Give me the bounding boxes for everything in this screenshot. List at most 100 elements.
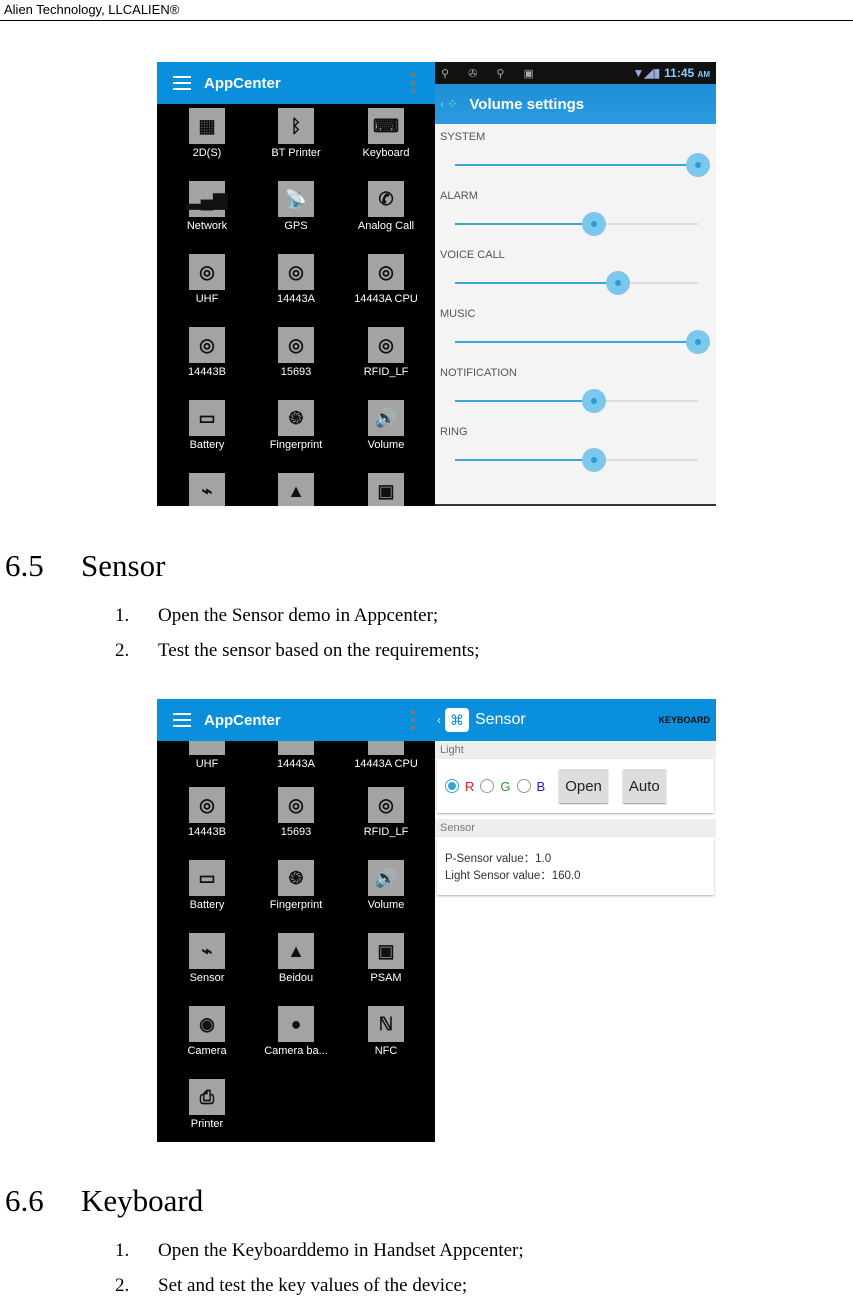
app-tile[interactable]: ◎15693 <box>251 327 341 378</box>
back-icon[interactable]: ‹ ⁘ <box>440 97 458 111</box>
app-tile[interactable]: ▲ <box>251 473 341 506</box>
sensor-app-logo-icon: ⌘ <box>445 708 469 732</box>
slider-thumb[interactable] <box>686 330 710 354</box>
slider-label: ALARM <box>440 190 478 202</box>
volume-slider[interactable] <box>455 448 698 472</box>
keyboard-icon: ⌨ <box>368 108 404 144</box>
app-tile[interactable]: ֍Fingerprint <box>251 860 341 911</box>
open-button[interactable]: Open <box>559 769 608 803</box>
slider-thumb[interactable] <box>581 389 606 413</box>
volume-slider[interactable] <box>455 212 698 236</box>
app-label: RFID_LF <box>363 826 409 838</box>
app-tile[interactable]: 🔊Volume <box>341 400 431 451</box>
app-tile[interactable]: ◎14443B <box>162 787 252 838</box>
app-label: BT Printer <box>271 147 321 159</box>
rfid-icon: ◎ <box>368 787 404 823</box>
satellite-dish-icon: 📡 <box>278 181 314 217</box>
step-item: 2.Set and test the key values of the dev… <box>115 1275 468 1296</box>
rfid-icon: ◎ <box>368 254 404 290</box>
app-tile[interactable]: ◉Camera <box>162 1006 252 1057</box>
appcenter-appbar: AppCenter <box>157 699 435 741</box>
volume-slider-row: SYSTEM <box>435 124 716 183</box>
app-tile[interactable]: ◎UHF <box>162 254 252 305</box>
radio-g[interactable] <box>480 779 495 793</box>
app-tile[interactable]: ▭Battery <box>162 400 252 451</box>
slider-thumb[interactable] <box>605 271 630 295</box>
app-tile[interactable]: 🔊Volume <box>341 860 431 911</box>
sensor-section-label: Sensor <box>435 819 716 837</box>
signal-bars-icon: ▂▄▆ <box>187 181 227 217</box>
nfc-icon: ℕ <box>368 1006 404 1042</box>
app-tile[interactable]: ◎ 14443A <box>251 254 341 305</box>
overflow-menu-icon[interactable] <box>411 73 415 93</box>
slider-fill <box>455 341 698 343</box>
app-tile[interactable]: ▦2D(S) <box>162 108 252 159</box>
slider-thumb[interactable] <box>686 153 710 177</box>
app-tile[interactable]: ✆Analog Call <box>341 181 431 232</box>
slider-thumb[interactable] <box>581 212 606 236</box>
signal-battery-icons: ▼◢▮ <box>632 66 661 80</box>
app-tile[interactable]: ▲Beidou <box>251 933 341 984</box>
app-tile[interactable]: ⌁Sensor <box>162 933 252 984</box>
app-tile[interactable]: ◎14443B <box>162 327 252 378</box>
volume-slider[interactable] <box>455 389 698 413</box>
app-label: 14443A CPU <box>354 293 418 305</box>
volume-slider[interactable] <box>455 330 710 354</box>
slider-fill <box>455 282 618 284</box>
slider-fill <box>455 459 594 461</box>
radio-r[interactable] <box>445 779 459 793</box>
volume-slider[interactable] <box>455 153 710 177</box>
fingerprint-icon: ֍ <box>278 860 314 896</box>
auto-button[interactable]: Auto <box>622 769 666 803</box>
overflow-menu-icon[interactable] <box>411 710 415 730</box>
app-tile[interactable]: ◎RFID_LF <box>341 327 431 378</box>
volume-slider[interactable] <box>455 271 698 295</box>
app-tile[interactable]: ▣PSAM <box>341 933 431 984</box>
app-tile[interactable]: ◎15693 <box>251 787 341 838</box>
camera-icon: ◉ <box>189 1006 225 1042</box>
app-tile[interactable]: ⌁ <box>162 473 252 506</box>
battery-icon: ▭ <box>189 400 225 436</box>
rfid-icon: ◎ <box>278 254 314 290</box>
slider-fill <box>455 400 594 402</box>
app-label: 14443B <box>188 826 226 838</box>
app-tile[interactable]: ⎙Printer <box>162 1079 252 1130</box>
rfid-icon: ◎ <box>368 327 404 363</box>
slider-fill <box>455 223 594 225</box>
app-tile[interactable]: ▣ <box>341 473 431 506</box>
app-label: 15693 <box>280 366 312 378</box>
app-tile[interactable]: ▭Battery <box>162 860 252 911</box>
app-label: 14443A <box>277 293 315 305</box>
hamburger-menu-icon[interactable] <box>173 76 191 90</box>
app-tile[interactable]: 📡GPS <box>251 181 341 232</box>
radio-b[interactable] <box>516 779 531 793</box>
hamburger-menu-icon[interactable] <box>173 713 191 727</box>
rfid-icon: ◎ <box>189 327 225 363</box>
slider-label: RING <box>440 426 468 438</box>
back-icon[interactable]: ‹ <box>437 713 441 727</box>
app-tile[interactable]: ◎ 14443A CPU <box>341 254 431 305</box>
app-label: UHF <box>195 758 219 770</box>
app-label: 14443A CPU <box>354 758 418 770</box>
step-item: 2.Test the sensor based on the requireme… <box>115 640 480 661</box>
app-tile[interactable]: ⌨Keyboard <box>341 108 431 159</box>
app-tile[interactable]: ֍Fingerprint <box>251 400 341 451</box>
keyboard-action-button[interactable]: KEYBOARD <box>658 715 710 725</box>
speaker-icon: 🔊 <box>368 860 404 896</box>
volume-title-bar: ‹ ⁘ Volume settings <box>435 84 716 124</box>
app-label: Network <box>186 220 228 232</box>
app-tile[interactable]: ●Camera ba... <box>251 1006 341 1057</box>
header-divider <box>0 20 853 21</box>
appbar-title: AppCenter <box>204 74 281 92</box>
app-tile[interactable]: ◎ RFID_LF <box>341 787 431 838</box>
slider-label: SYSTEM <box>440 131 486 143</box>
step-item: 1.Open the Keyboarddemo in Handset Appce… <box>115 1240 524 1261</box>
slider-thumb[interactable] <box>581 448 606 472</box>
light-sensor-value: Light Sensor value：160.0 <box>445 870 581 882</box>
app-tile[interactable]: ▂▄▆ Network <box>162 181 252 232</box>
